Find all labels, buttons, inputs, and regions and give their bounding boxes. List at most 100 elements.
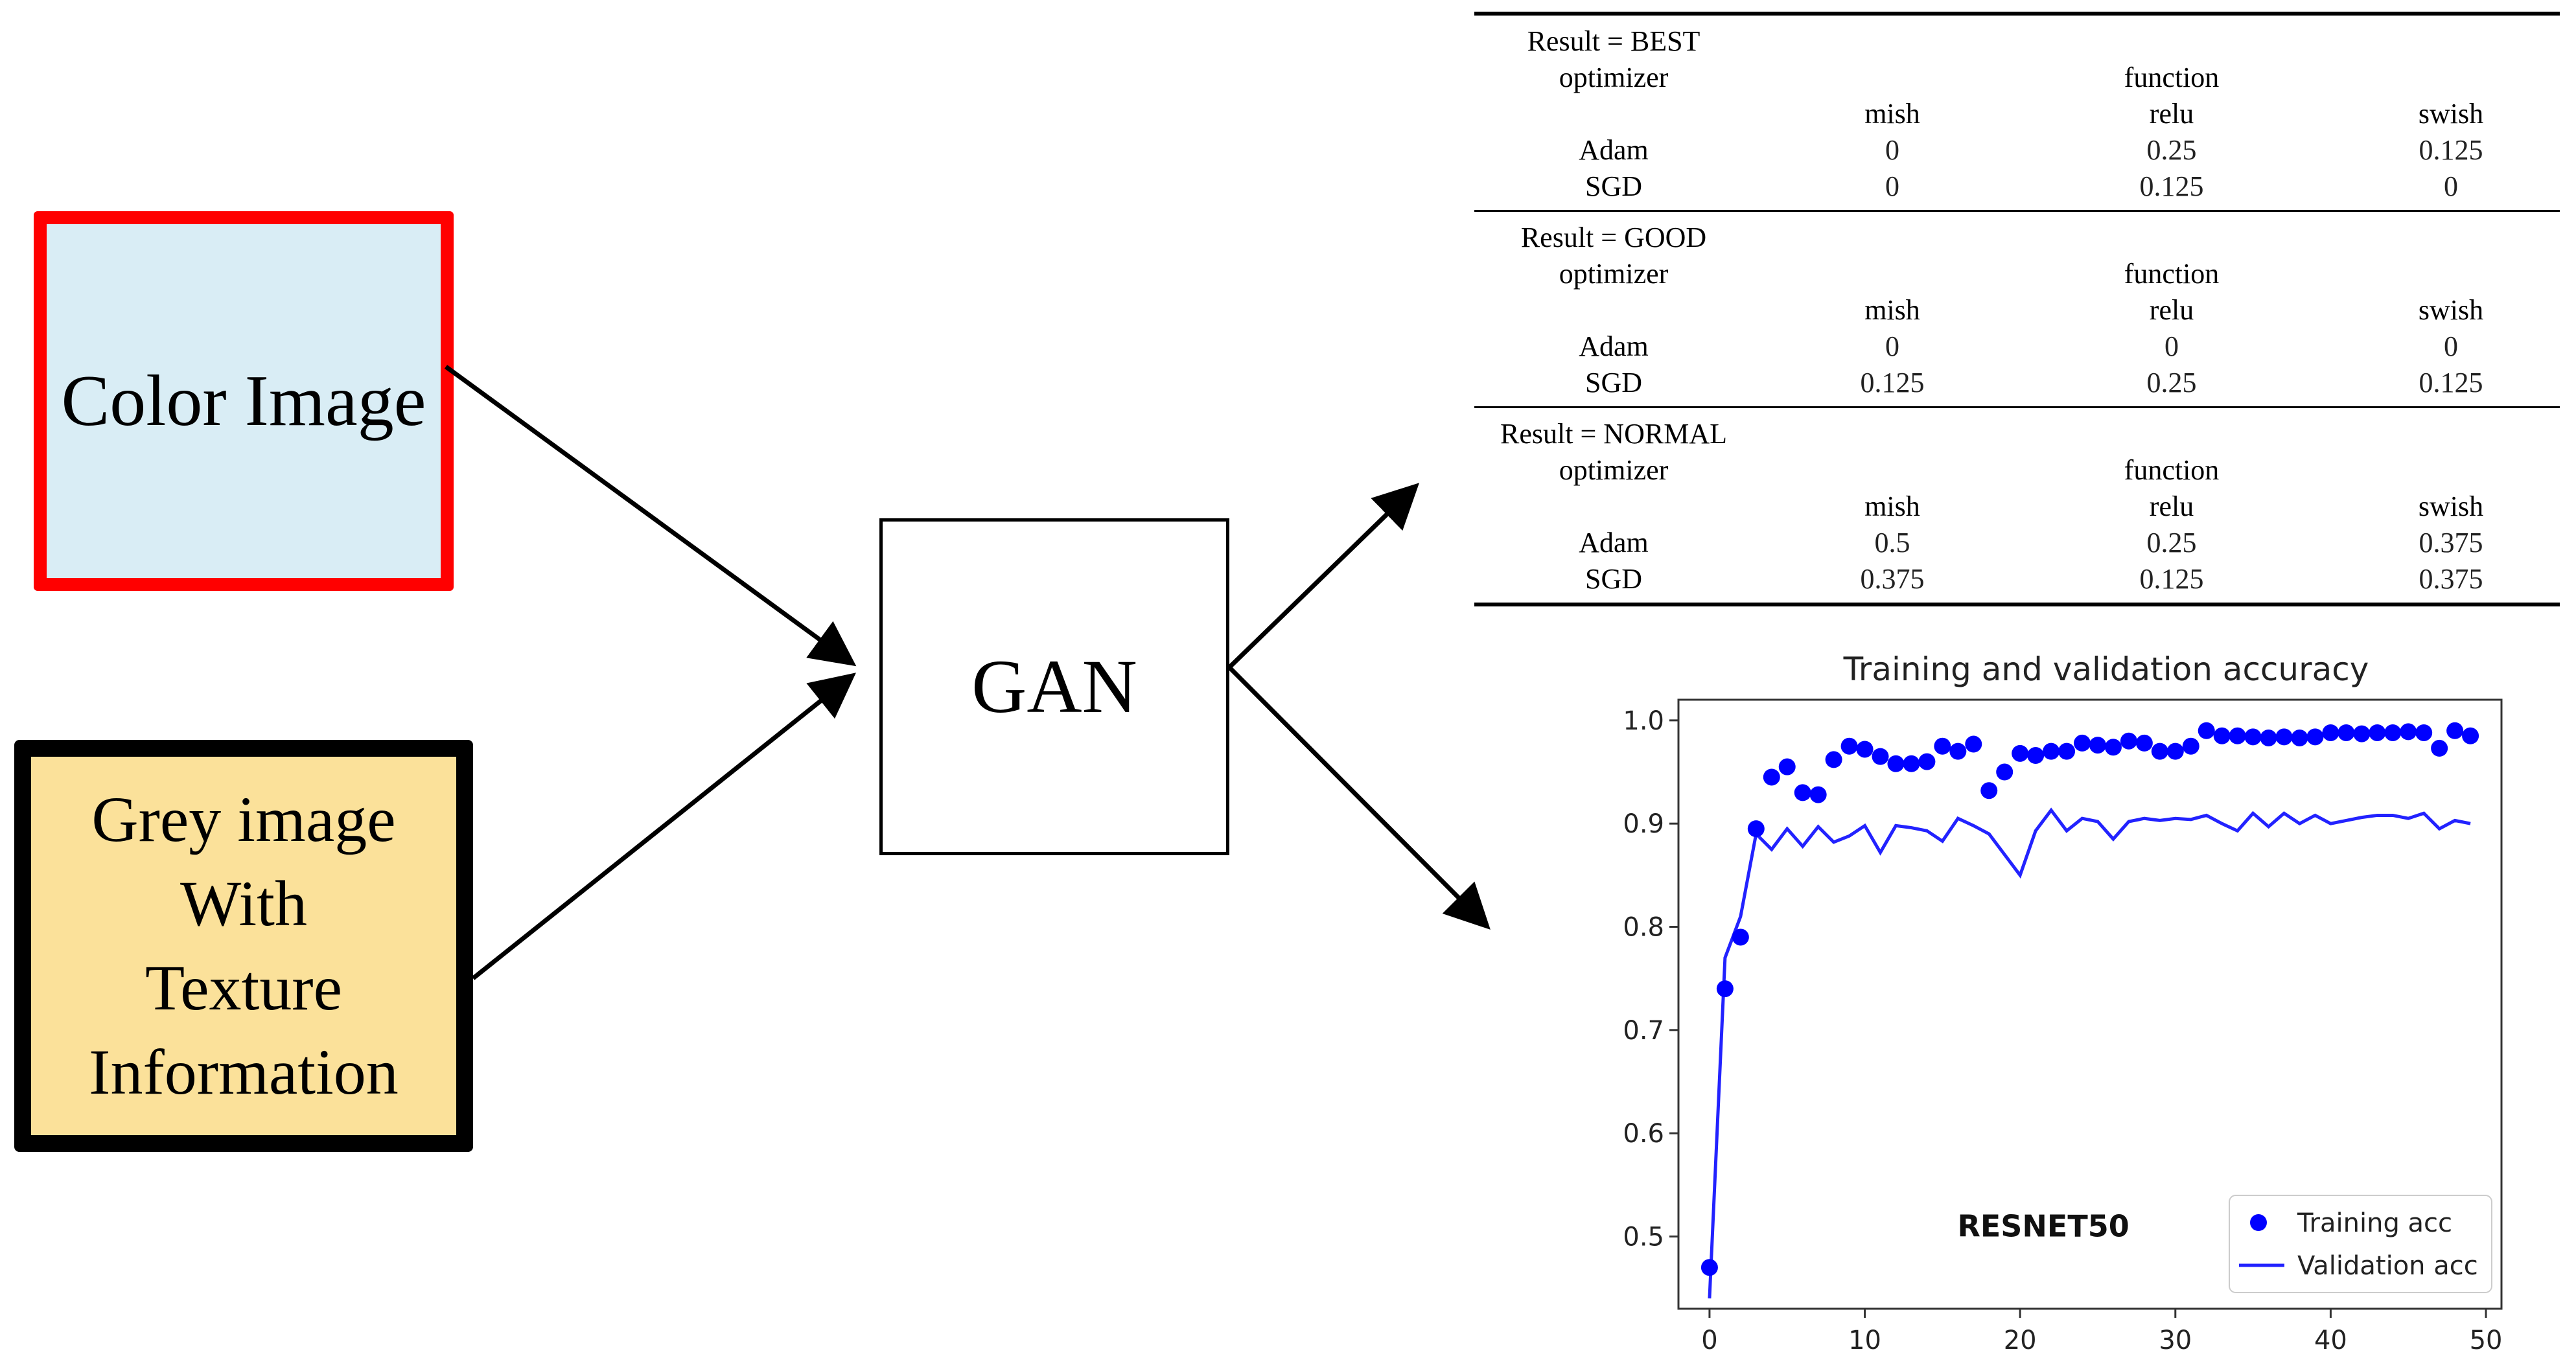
training-acc-point <box>1747 820 1765 838</box>
group-header: function <box>2124 258 2220 290</box>
training-acc-point <box>1840 737 1858 755</box>
training-acc-point <box>1716 980 1734 998</box>
col-header-swish: swish <box>2418 294 2484 326</box>
training-acc-point <box>1996 763 2013 781</box>
training-acc-point <box>1887 755 1905 772</box>
legend-box <box>2229 1195 2492 1293</box>
table-cell: 0.5 <box>1874 527 1910 558</box>
validation-acc-line <box>1708 807 2471 1299</box>
gan-node: GAN <box>879 518 1229 855</box>
table-cell: 0 <box>2444 330 2458 362</box>
training-acc-point <box>2260 729 2277 746</box>
training-acc-point <box>2338 724 2355 741</box>
training-acc-point <box>2291 729 2308 746</box>
arrow-grey-to-gan <box>471 673 856 980</box>
y-tick-label: 0.8 <box>1623 913 1664 943</box>
grey-image-label-line: Texture <box>145 952 342 1024</box>
col-header-swish: swish <box>2418 98 2484 130</box>
training-acc-point <box>2151 742 2168 760</box>
table-title: Result = NORMAL <box>1500 418 1727 450</box>
training-acc-point <box>1949 742 1967 760</box>
table-cell: 0.125 <box>2419 134 2483 166</box>
table-rule <box>1474 12 2560 16</box>
col-header-mish: mish <box>1864 98 1920 130</box>
y-tick-label: 0.7 <box>1623 1016 1664 1046</box>
training-acc-point <box>1965 735 1982 753</box>
group-header: function <box>2124 62 2220 93</box>
table-rule <box>1474 603 2560 606</box>
training-acc-point <box>2120 732 2137 750</box>
training-acc-point <box>2400 723 2417 741</box>
row-header: optimizer <box>1559 258 1669 290</box>
row-label: Adam <box>1579 330 1649 362</box>
result-table-good: Result = GOOD optimizer function mish re… <box>1474 212 2560 406</box>
training-acc-point <box>1856 741 1874 758</box>
y-tick-label: 1.0 <box>1623 706 1664 736</box>
training-acc-point <box>2322 724 2339 741</box>
x-tick-label: 40 <box>2314 1326 2347 1355</box>
training-acc-point <box>1903 755 1920 772</box>
training-acc-point <box>2431 739 2448 757</box>
table-title: Result = BEST <box>1527 25 1700 57</box>
col-header-relu: relu <box>2149 294 2194 326</box>
table-cell: 0.125 <box>1860 367 1925 398</box>
training-acc-point <box>2384 724 2402 741</box>
training-acc-point <box>1778 758 1796 776</box>
accuracy-chart: Training and validation accuracy 0.50.60… <box>1607 648 2566 1361</box>
y-tick-label: 0.6 <box>1623 1119 1664 1149</box>
training-acc-point <box>2446 722 2464 739</box>
grey-image-label-line: Information <box>89 1036 399 1108</box>
row-label: SGD <box>1584 170 1643 202</box>
row-label: SGD <box>1584 563 1643 595</box>
col-header-relu: relu <box>2149 490 2194 522</box>
x-tick-label: 50 <box>2470 1326 2503 1355</box>
training-acc-point <box>2462 727 2479 744</box>
x-tick-label: 0 <box>1701 1326 1717 1355</box>
table-cell: 0.375 <box>1860 563 1925 595</box>
row-label: SGD <box>1584 367 1643 398</box>
training-acc-point <box>2229 727 2246 744</box>
table-title: Result = GOOD <box>1520 222 1707 253</box>
gan-label: GAN <box>971 644 1137 729</box>
training-acc-point <box>2244 728 2262 746</box>
training-acc-point <box>1763 768 1780 786</box>
training-acc-point <box>1980 782 1998 800</box>
legend-training-label: Training acc <box>2297 1208 2452 1238</box>
table-cell: 0.125 <box>2139 563 2204 595</box>
training-acc-point <box>2074 734 2091 752</box>
table-cell: 0.25 <box>2146 527 2197 558</box>
grey-image-node: Grey image With Texture Information <box>14 740 473 1152</box>
table-cell: 0.125 <box>2419 367 2483 398</box>
training-acc-point <box>2415 724 2433 741</box>
arrow-gan-to-chart <box>1227 665 1491 930</box>
training-acc-point <box>2043 742 2060 760</box>
plot-frame <box>1677 698 2503 1310</box>
training-acc-point <box>2104 739 2122 756</box>
x-tick-label: 10 <box>1848 1326 1881 1355</box>
training-acc-point <box>2058 742 2076 760</box>
chart-title: Training and validation accuracy <box>1843 650 2369 688</box>
arrow-color-to-gan <box>444 365 857 667</box>
row-header: optimizer <box>1559 62 1669 93</box>
color-image-label: Color Image <box>61 360 426 441</box>
training-acc-point <box>1872 748 1889 765</box>
col-header-mish: mish <box>1864 490 1920 522</box>
training-acc-point <box>1825 751 1842 768</box>
table-cell: 0.25 <box>2146 134 2197 166</box>
table-cell: 0.125 <box>2139 170 2204 202</box>
results-tables: Result = BEST optimizer function mish re… <box>1474 12 2560 606</box>
table-cell: 0 <box>2164 330 2179 362</box>
training-acc-point <box>2166 742 2184 760</box>
training-acc-point <box>2306 728 2324 746</box>
training-acc-point <box>2027 747 2045 765</box>
training-acc-point <box>2012 744 2029 762</box>
table-cell: 0 <box>1885 330 1899 362</box>
x-tick-label: 30 <box>2159 1326 2192 1355</box>
table-cell: 0 <box>1885 170 1899 202</box>
col-header-mish: mish <box>1864 294 1920 326</box>
training-acc-point <box>2089 737 2106 754</box>
training-acc-point <box>2275 728 2293 746</box>
table-cell: 0 <box>1885 134 1899 166</box>
